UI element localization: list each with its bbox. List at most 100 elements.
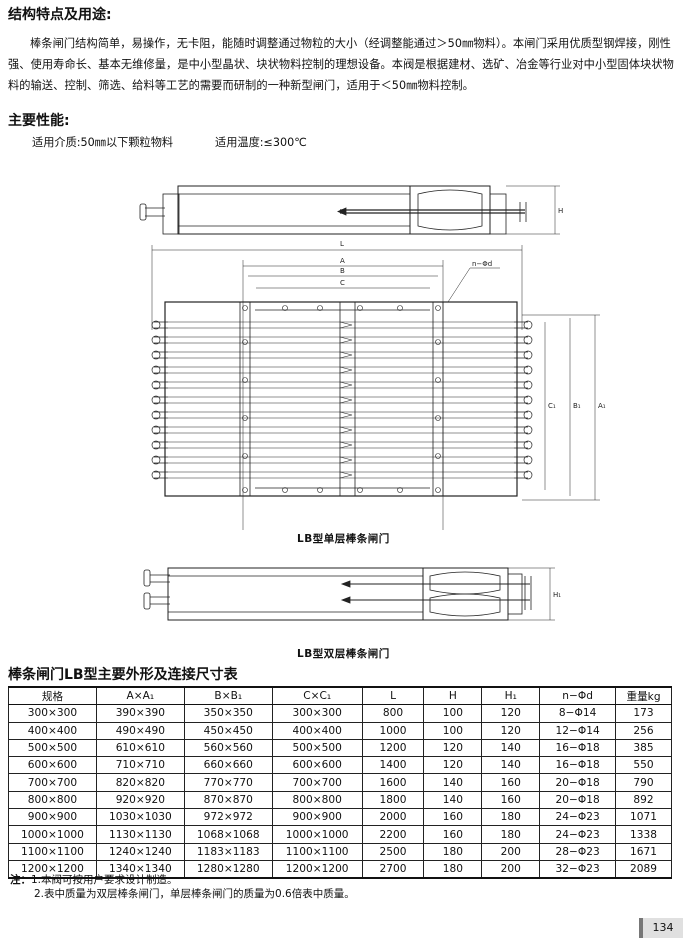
- col-header-holes: n−Φd: [539, 686, 617, 706]
- table-cell: 12−Φ14: [539, 721, 617, 740]
- table-cell: 1100×1100: [271, 842, 363, 861]
- table-cell: 140: [481, 756, 541, 775]
- table-cell: 600×600: [271, 756, 363, 775]
- table-cell: 256: [615, 721, 672, 740]
- col-header-weight: 重量kg: [615, 686, 672, 706]
- table-cell: 180: [423, 842, 483, 861]
- table-cell: 20−Φ18: [539, 790, 617, 810]
- medium-text: 适用介质:50㎜以下颗粒物料: [32, 136, 174, 149]
- table-cell: 1671: [615, 842, 672, 861]
- bolt-holes: [242, 305, 441, 493]
- table-cell: 870×870: [183, 790, 273, 810]
- table-cell: 820×820: [95, 773, 185, 792]
- table-cell: 120: [481, 721, 541, 740]
- col-header-spec: 规格: [8, 686, 97, 706]
- table-cell: 16−Φ18: [539, 756, 617, 775]
- table-cell: 16−Φ18: [539, 738, 617, 758]
- table-cell: 1000: [361, 721, 425, 740]
- table-cell: 500×500: [271, 738, 363, 758]
- caption-single-layer: LB型单层棒条闸门: [297, 533, 390, 545]
- table-cell: 160: [481, 790, 541, 810]
- table-cell: 1200×1200: [271, 859, 363, 880]
- table-cell: 350×350: [183, 704, 273, 723]
- table-cell: 24−Φ23: [539, 808, 617, 827]
- table-cell: 1200×1200: [8, 859, 97, 880]
- table-cell: 560×560: [183, 738, 273, 758]
- table-cell: 972×972: [183, 808, 273, 827]
- col-header-l: L: [361, 686, 425, 706]
- table-header-row: 规格 A×A₁ B×B₁ C×C₁ L H H₁ n−Φd 重量kg: [8, 686, 672, 706]
- table-cell: 700×700: [8, 773, 97, 792]
- table-title: 棒条闸门LB型主要外形及连接尺寸表: [8, 667, 238, 683]
- plan-dimensions: L A B C n−Φd C₁ B₁ A₁: [151, 240, 606, 530]
- temperature-text: 适用温度:≤300℃: [215, 136, 307, 149]
- dim-label-nphi: n−Φd: [472, 260, 492, 268]
- table-cell: 2089: [615, 859, 672, 880]
- note-2: 2.表中质量为双层棒条闸门，单层棒条闸门的质量为0.6倍表中质量。: [34, 888, 355, 900]
- table-cell: 450×450: [183, 721, 273, 740]
- single-side-elevation: H: [139, 185, 563, 235]
- table-cell: 1000×1000: [8, 825, 97, 844]
- table-cell: 140: [423, 773, 483, 792]
- table-cell: 100: [423, 721, 483, 740]
- table-cell: 790: [615, 773, 672, 792]
- table-cell: 1130×1130: [95, 825, 185, 844]
- table-cell: 710×710: [95, 756, 185, 775]
- dim-label-A: A: [340, 257, 345, 265]
- single-layer-plan: [151, 301, 533, 497]
- table-cell: 300×300: [8, 704, 97, 723]
- gate-drawing: H L A B C n−Φd C₁ B₁ A₁: [139, 185, 606, 621]
- table-cell: 120: [481, 704, 541, 723]
- features-paragraph: 棒条闸门结构简单，易操作，无卡阻，能随时调整通过物粒的大小（经调整能通过＞50㎜…: [8, 37, 674, 92]
- table-cell: 300×300: [271, 704, 363, 723]
- table-cell: 550: [615, 756, 672, 775]
- table-cell: 160: [423, 808, 483, 827]
- table-cell: 800: [361, 704, 425, 723]
- table-cell: 28−Φ23: [539, 842, 617, 861]
- table-cell: 1100×1100: [8, 842, 97, 861]
- table-cell: 180: [423, 859, 483, 880]
- table-cell: 900×900: [271, 808, 363, 827]
- dim-label-B: B: [340, 267, 345, 275]
- dim-label-C: C: [340, 279, 345, 287]
- table-cell: 2700: [361, 859, 425, 880]
- col-header-h: H: [423, 686, 483, 706]
- table-cell: 770×770: [183, 773, 273, 792]
- table-cell: 180: [481, 825, 541, 844]
- table-cell: 610×610: [95, 738, 185, 758]
- table-cell: 20−Φ18: [539, 773, 617, 792]
- table-cell: 400×400: [271, 721, 363, 740]
- bars: [168, 321, 514, 479]
- spec-table: 规格 A×A₁ B×B₁ C×C₁ L H H₁ n−Φd 重量kg 300×3…: [8, 686, 672, 880]
- dim-label-B1: B₁: [573, 402, 581, 410]
- table-cell: 800×800: [271, 790, 363, 810]
- table-cell: 1200: [361, 738, 425, 758]
- double-layer-elevation: H₁: [143, 567, 561, 621]
- table-cell: 24−Φ23: [539, 825, 617, 844]
- dim-label-H: H: [558, 207, 563, 215]
- table-cell: 120: [423, 738, 483, 758]
- table-cell: 200: [481, 859, 541, 880]
- table-cell: 1338: [615, 825, 672, 844]
- table-cell: 1240×1240: [95, 842, 185, 861]
- notes-label: 注：: [10, 874, 31, 886]
- table-cell: 600×600: [8, 756, 97, 775]
- table-cell: 1030×1030: [95, 808, 185, 827]
- table-cell: 400×400: [8, 721, 97, 740]
- table-cell: 892: [615, 790, 672, 810]
- table-cell: 160: [423, 825, 483, 844]
- col-header-c: C×C₁: [271, 686, 363, 706]
- table-cell: 500×500: [8, 738, 97, 758]
- table-cell: 1071: [615, 808, 672, 827]
- dim-label-A1: A₁: [598, 402, 606, 410]
- table-cell: 800×800: [8, 790, 97, 810]
- table-cell: 385: [615, 738, 672, 758]
- note-1: 1.本阀可按用户要求设计制造。: [31, 874, 178, 886]
- table-cell: 900×900: [8, 808, 97, 827]
